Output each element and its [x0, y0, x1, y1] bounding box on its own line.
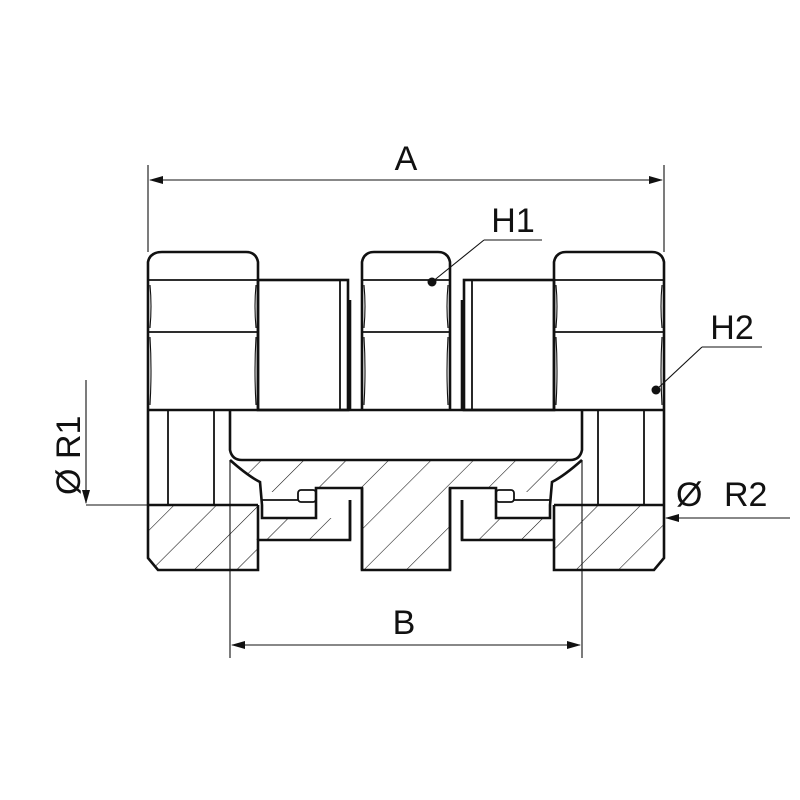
hex-h2-label: H2 [710, 309, 753, 347]
thread-r2-label: R2 [724, 476, 767, 514]
hex-h2-leader [651, 346, 762, 395]
center-hex-nut [348, 250, 464, 410]
dimension-b [229, 460, 583, 658]
dimension-a-label: A [395, 140, 418, 178]
thread-r1-callout: Ø R1 [50, 416, 88, 495]
dimension-a [147, 165, 665, 252]
left-hex-nut [146, 250, 260, 410]
section-hatching [148, 460, 664, 570]
hex-h1-leader [427, 239, 542, 287]
section-outlines [146, 410, 666, 572]
thread-r1-label: R1 [50, 416, 88, 459]
right-body-section [462, 278, 556, 412]
dimension-b-label: B [393, 604, 416, 642]
thread-r1-leader [82, 380, 150, 506]
left-body-section [256, 278, 350, 412]
thread-r1-diameter-symbol: Ø [50, 469, 88, 495]
right-hex-nut [552, 250, 666, 410]
hex-h1-label: H1 [491, 202, 534, 240]
thread-r2-diameter-symbol: Ø [676, 476, 702, 514]
